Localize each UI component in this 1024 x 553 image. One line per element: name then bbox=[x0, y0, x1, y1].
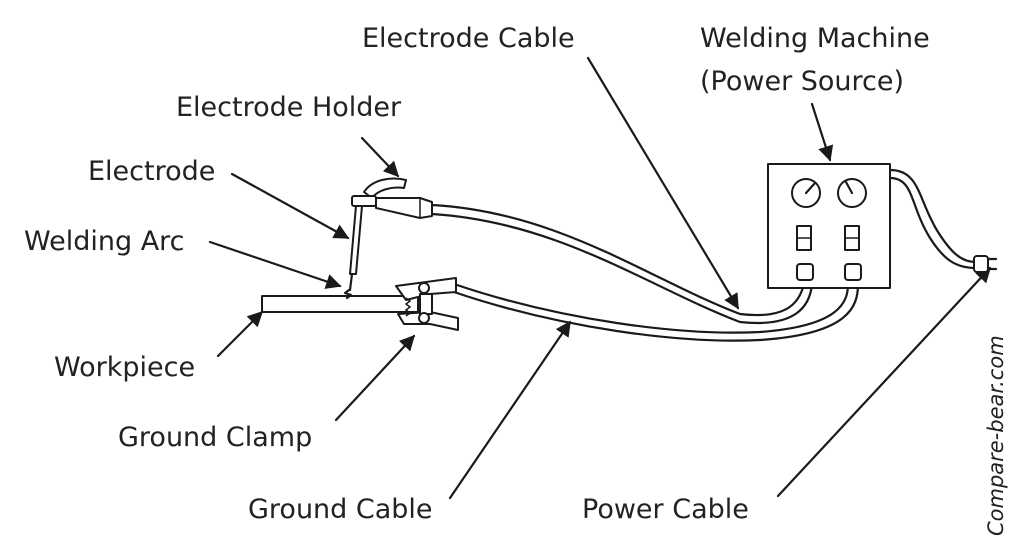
electrode-cable bbox=[430, 203, 814, 325]
label-welding-arc: Welding Arc bbox=[24, 226, 185, 257]
arrow-ground-cable bbox=[448, 320, 572, 500]
label-electrode-holder: Electrode Holder bbox=[176, 92, 402, 123]
power-cable bbox=[888, 168, 978, 270]
label-electrode-cable: Electrode Cable bbox=[362, 23, 575, 54]
label-power-source: (Power Source) bbox=[700, 66, 904, 97]
arrow-workpiece bbox=[216, 310, 264, 358]
electrode-holder bbox=[351, 177, 433, 219]
workpiece bbox=[261, 295, 419, 313]
label-power-cable: Power Cable bbox=[582, 494, 749, 525]
label-welding-machine: Welding Machine bbox=[700, 23, 930, 54]
arrow-power-cable bbox=[776, 266, 992, 498]
welding-arc bbox=[343, 288, 353, 300]
arrow-electrode bbox=[230, 172, 350, 240]
electrode bbox=[348, 205, 363, 292]
arrow-ground-clamp bbox=[334, 334, 416, 422]
ground-cable bbox=[452, 282, 860, 342]
label-workpiece: Workpiece bbox=[54, 352, 195, 383]
power-plug-icon bbox=[973, 255, 998, 273]
welding-machine bbox=[767, 163, 891, 289]
arrow-electrode-holder bbox=[360, 136, 400, 178]
ground-clamp bbox=[395, 277, 459, 331]
ground-terminal-icon bbox=[844, 263, 862, 281]
label-ground-cable: Ground Cable bbox=[248, 494, 433, 525]
watermark: Compare-bear.com bbox=[984, 335, 1008, 536]
label-ground-clamp: Ground Clamp bbox=[118, 422, 312, 453]
label-electrode: Electrode bbox=[88, 156, 215, 187]
electrode-terminal-icon bbox=[796, 263, 814, 281]
arrow-electrode-cable bbox=[586, 56, 740, 310]
arrow-welding-machine bbox=[810, 102, 834, 162]
arrow-welding-arc bbox=[208, 240, 342, 289]
